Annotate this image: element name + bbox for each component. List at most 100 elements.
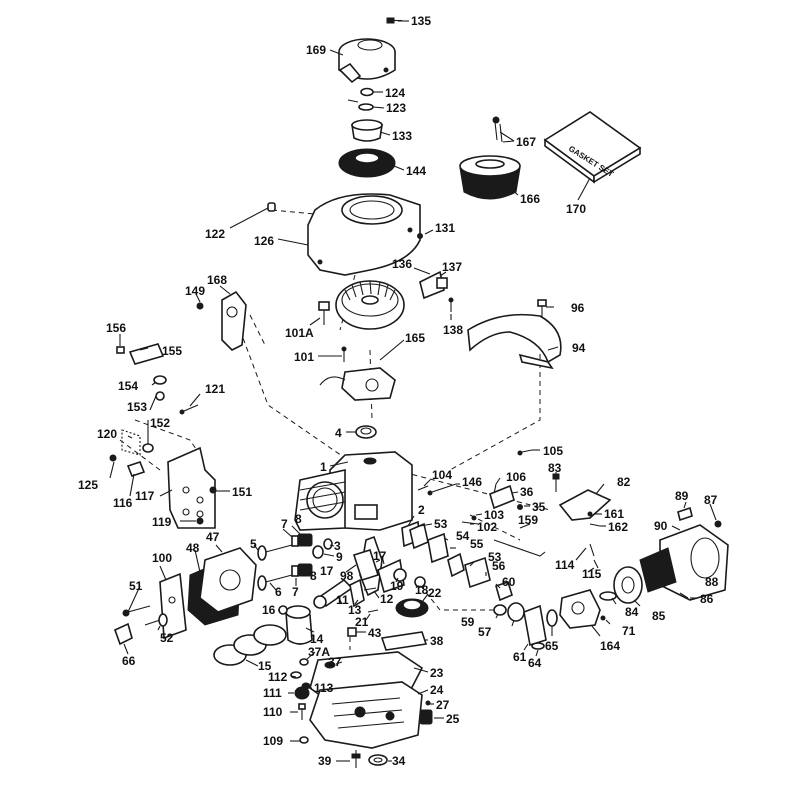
bolt-121 <box>179 404 199 415</box>
piston-pin-16 <box>278 605 288 615</box>
washer-123 <box>347 99 374 111</box>
label-3: 3 <box>334 539 341 553</box>
intake-tube-61 <box>523 604 547 647</box>
spark-plug-cover-66 <box>114 622 133 646</box>
label-9: 9 <box>336 550 343 564</box>
rotating-screen-144 <box>338 148 396 178</box>
label-84: 84 <box>625 605 639 619</box>
bolt-51 <box>122 605 151 617</box>
label-85: 85 <box>652 609 666 623</box>
label-90: 90 <box>654 519 668 533</box>
label-1: 1 <box>320 460 327 474</box>
bolt-146 <box>427 483 457 496</box>
label-47: 47 <box>206 530 220 544</box>
label-37: 37 <box>328 655 342 669</box>
label-65: 65 <box>545 639 559 653</box>
label-8-upper: 8 <box>295 512 302 526</box>
air-deflector-100 <box>159 572 187 640</box>
label-56: 56 <box>492 559 506 573</box>
label-135: 135 <box>411 14 431 28</box>
label-169: 169 <box>306 43 326 57</box>
label-165: 165 <box>405 331 425 345</box>
label-53-upper: 53 <box>434 517 448 531</box>
label-123: 123 <box>386 101 406 115</box>
plate-36 <box>489 484 515 510</box>
label-167: 167 <box>516 135 536 149</box>
pin-21 <box>367 609 379 613</box>
gasket-84 <box>599 591 617 601</box>
clips-167 <box>492 116 503 143</box>
label-43: 43 <box>368 626 382 640</box>
screw-87 <box>714 520 722 528</box>
bolt-101A <box>318 301 330 325</box>
gasket-154 <box>153 375 167 385</box>
label-121: 121 <box>205 382 225 396</box>
plug-38 <box>380 631 428 651</box>
gear-18 <box>414 576 426 588</box>
label-17-lower: 17 <box>320 564 334 578</box>
washer-152 <box>142 443 154 453</box>
plate-59 <box>493 604 507 616</box>
valve-spring-8-lower <box>297 563 313 577</box>
label-164: 164 <box>600 639 620 653</box>
label-101: 101 <box>294 350 314 364</box>
screw-102 <box>461 521 479 525</box>
label-125: 125 <box>78 478 98 492</box>
label-126: 126 <box>254 234 274 248</box>
label-153: 153 <box>127 400 147 414</box>
label-122: 122 <box>205 227 225 241</box>
spark-plug-52 <box>144 613 168 627</box>
muffler-core-88 <box>639 547 677 593</box>
label-22: 22 <box>428 586 442 600</box>
label-59: 59 <box>461 615 475 629</box>
label-166: 166 <box>520 192 540 206</box>
label-83: 83 <box>548 461 562 475</box>
label-7-upper: 7 <box>281 517 288 531</box>
valve-spring-7-lower <box>291 565 299 577</box>
part-number-labels: 135 169 124 123 133 144 167 166 170 122 … <box>78 14 719 768</box>
bracket-120 <box>121 429 141 456</box>
head-gasket-47 <box>199 547 257 613</box>
spring-162 <box>589 523 601 527</box>
nut-37 <box>324 661 336 669</box>
oil-seal-34 <box>368 754 388 766</box>
label-60: 60 <box>502 575 516 589</box>
label-110: 110 <box>263 705 283 719</box>
label-87: 87 <box>704 493 718 507</box>
label-117: 117 <box>135 489 155 503</box>
label-137: 137 <box>442 260 462 274</box>
screw-104 <box>417 485 429 491</box>
label-149: 149 <box>185 284 205 298</box>
label-66: 66 <box>122 654 136 668</box>
rewind-starter-169 <box>338 38 396 84</box>
label-6: 6 <box>275 585 282 599</box>
oil-seal-4 <box>355 425 377 439</box>
piston-rings-15 <box>213 624 287 666</box>
label-27: 27 <box>436 698 450 712</box>
washer-112 <box>290 671 302 679</box>
valve-spring-7-upper <box>291 535 299 547</box>
label-52: 52 <box>160 631 174 645</box>
label-48: 48 <box>186 541 200 555</box>
deflector-89 <box>677 506 693 522</box>
ignition-module <box>319 367 396 401</box>
starter-cup-133 <box>351 119 383 142</box>
sensor-25 <box>419 709 433 725</box>
label-113: 113 <box>314 681 334 695</box>
screw-103 <box>471 515 477 521</box>
label-23: 23 <box>430 666 444 680</box>
label-101A: 101A <box>285 326 314 340</box>
air-filter-166 <box>459 155 521 200</box>
label-51: 51 <box>129 579 143 593</box>
label-146: 146 <box>462 475 482 489</box>
label-11: 11 <box>336 593 349 607</box>
bolt-39 <box>351 750 361 768</box>
screw-43 <box>347 627 357 637</box>
label-19: 19 <box>390 579 404 593</box>
label-104: 104 <box>432 468 452 482</box>
gasket-57 <box>507 602 525 622</box>
label-8-lower: 8 <box>310 569 317 583</box>
label-133: 133 <box>392 129 412 143</box>
gasket-set-box-170: GASKET SET <box>543 111 642 184</box>
